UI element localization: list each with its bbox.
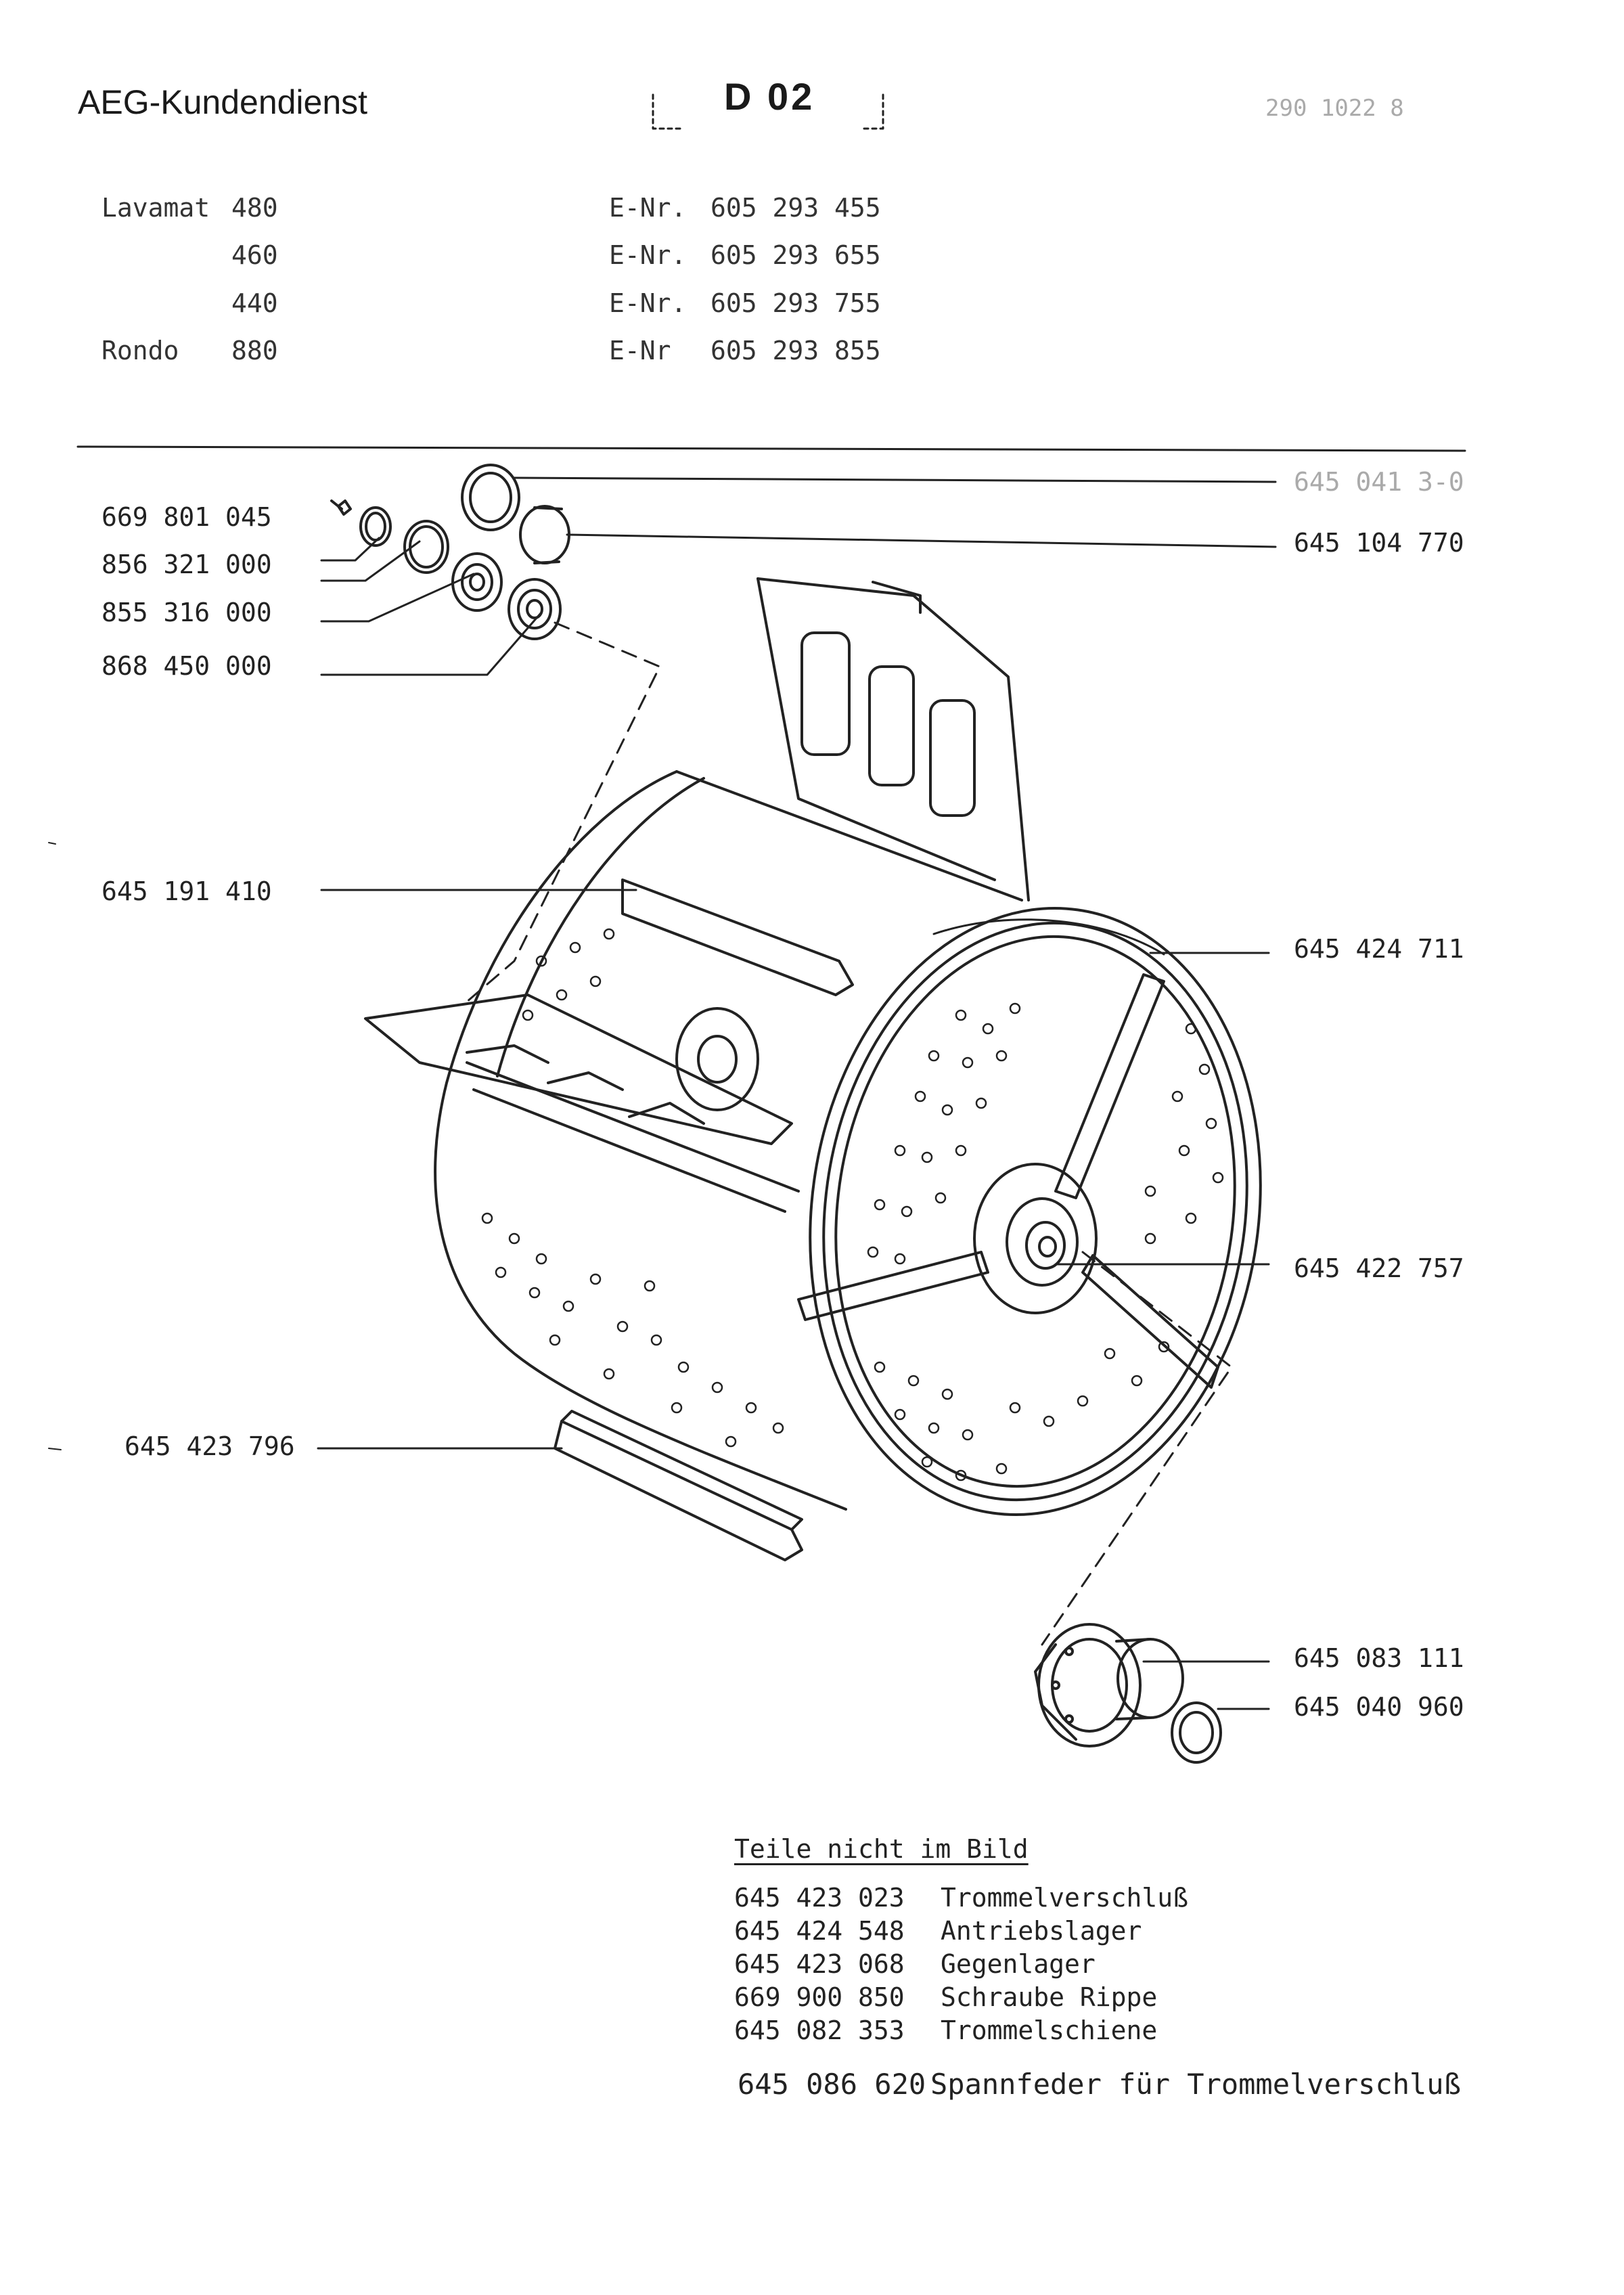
list-title: Teile nicht im Bild — [734, 1834, 1029, 1864]
part-label-right: 645 041 3-0 — [1294, 467, 1464, 497]
list-item-number: 645 082 353 — [734, 2015, 905, 2045]
part-label-left: 669 801 045 — [102, 502, 272, 532]
list-item-name: Gegenlager — [941, 1949, 1096, 1979]
part-label-right: 645 104 770 — [1294, 528, 1464, 558]
drum-rail — [554, 1410, 803, 1561]
edge-mark — [48, 1448, 62, 1450]
model-number: 480 — [231, 193, 278, 223]
list-item-number: 645 424 548 — [734, 1916, 905, 1946]
model-number: 460 — [231, 240, 278, 270]
brand-title: AEG-Kundendienst — [78, 83, 368, 121]
part-label-left: 868 450 000 — [102, 651, 272, 681]
drive-flange — [1034, 1623, 1222, 1764]
edge-mark — [48, 842, 56, 845]
list-item-name: Trommelverschluß — [941, 1883, 1189, 1913]
list-item-name: Schraube Rippe — [941, 1982, 1158, 2012]
model-enr: 605 293 855 — [710, 336, 881, 365]
perforation-holes — [867, 1002, 1224, 1481]
part-label-left: 855 316 000 — [102, 598, 272, 627]
list-extra-number: 645 086 620 — [738, 2068, 926, 2101]
part-label-right: 645 083 111 — [1294, 1643, 1464, 1673]
model-number: 880 — [231, 336, 278, 365]
part-label-right: 645 424 711 — [1294, 934, 1464, 964]
divider-line — [76, 445, 1466, 452]
part-label-left: 645 191 410 — [102, 876, 272, 906]
part-label-right: 645 040 960 — [1294, 1692, 1464, 1722]
model-enr: 605 293 455 — [710, 193, 881, 223]
list-item-name: Antriebslager — [941, 1916, 1142, 1946]
part-label-left: 856 321 000 — [102, 550, 272, 579]
model-enr-label: E-Nr. — [609, 193, 687, 223]
drum-body — [364, 577, 1262, 1764]
model-enr-label: E-Nr — [609, 336, 671, 365]
list-extra-name: Spannfeder für Trommelverschluß — [930, 2068, 1461, 2101]
sheet-bracket-marks — [652, 93, 884, 130]
part-label-left: 645 423 796 — [125, 1431, 295, 1461]
list-item-number: 669 900 850 — [734, 1982, 905, 2012]
model-enr-label: E-Nr. — [609, 288, 687, 318]
document-number: 290 1022 8 — [1265, 95, 1404, 122]
bearing-parts — [330, 464, 570, 640]
list-item-number: 645 423 068 — [734, 1949, 905, 1979]
list-item-name: Trommelschiene — [941, 2015, 1158, 2045]
model-name: Lavamat — [102, 193, 210, 223]
part-label-right: 645 422 757 — [1294, 1253, 1464, 1283]
model-number: 440 — [231, 288, 278, 318]
shell-perforation-holes — [481, 928, 784, 1448]
list-item-number: 645 423 023 — [734, 1883, 905, 1913]
model-name: Rondo — [102, 336, 179, 365]
model-enr: 605 293 655 — [710, 240, 881, 270]
sheet-number: D 02 — [724, 75, 815, 118]
leader-lines-right — [513, 476, 1277, 1710]
model-enr: 605 293 755 — [710, 288, 881, 318]
model-enr-label: E-Nr. — [609, 240, 687, 270]
